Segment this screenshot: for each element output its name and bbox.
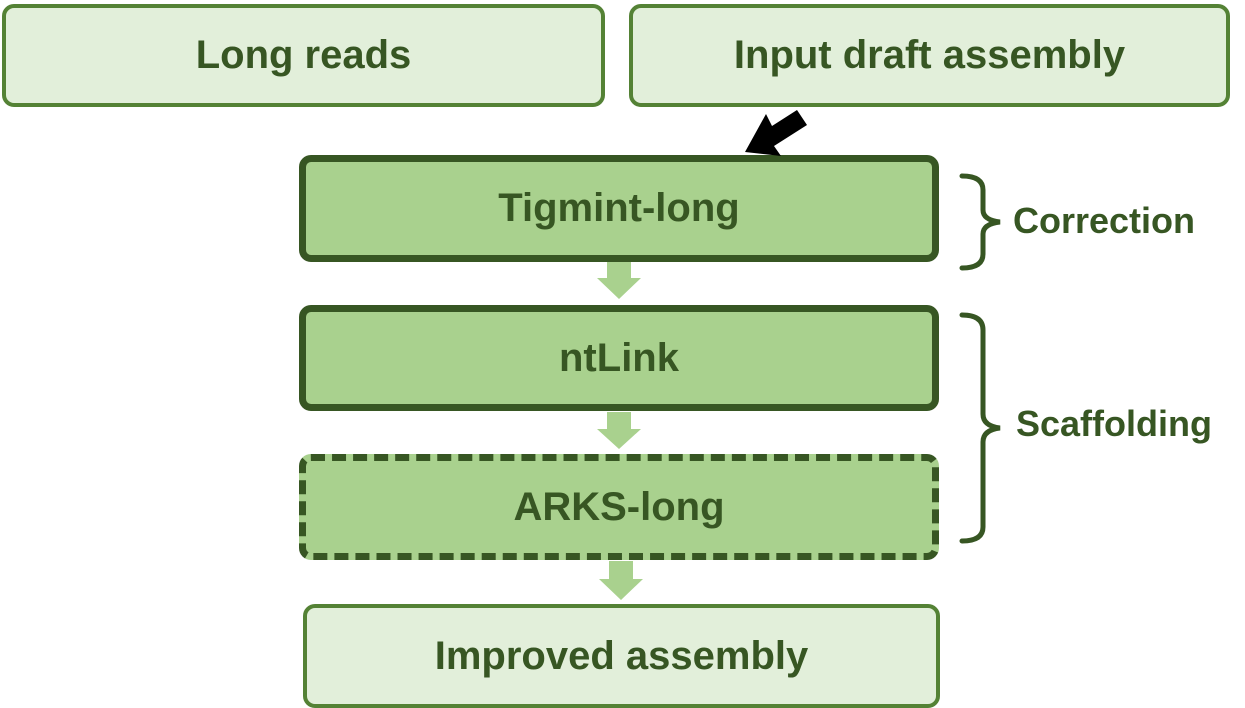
correction-brace [959, 173, 1001, 271]
tigmint-long-box: Tigmint-long [299, 155, 939, 262]
input-draft-assembly-box: Input draft assembly [629, 4, 1230, 107]
scaffolding-stage-label: Scaffolding [1016, 403, 1212, 444]
improved-assembly-label: Improved assembly [434, 633, 809, 678]
correction-stage-label: Correction [1013, 200, 1196, 241]
arks-long-label: ARKS-long [513, 484, 725, 529]
ntlink-label: ntLink [559, 335, 679, 380]
input-draft-assembly-label: Input draft assembly [733, 33, 1126, 77]
input-to-tigmint-arrow [745, 110, 807, 156]
long-reads-label: Long reads [195, 33, 412, 77]
tigmint-to-ntlink-arrow [597, 262, 641, 299]
improved-assembly-box: Improved assembly [303, 604, 940, 708]
tigmint-long-label: Tigmint-long [498, 186, 740, 230]
long-reads-box: Long reads [2, 4, 605, 107]
ntlink-box: ntLink [299, 305, 939, 411]
arks-to-improved-arrow [599, 561, 643, 600]
scaffolding-brace [959, 312, 1001, 544]
ntlink-to-arks-arrow [597, 412, 641, 449]
arks-long-box: ARKS-long [299, 454, 939, 560]
